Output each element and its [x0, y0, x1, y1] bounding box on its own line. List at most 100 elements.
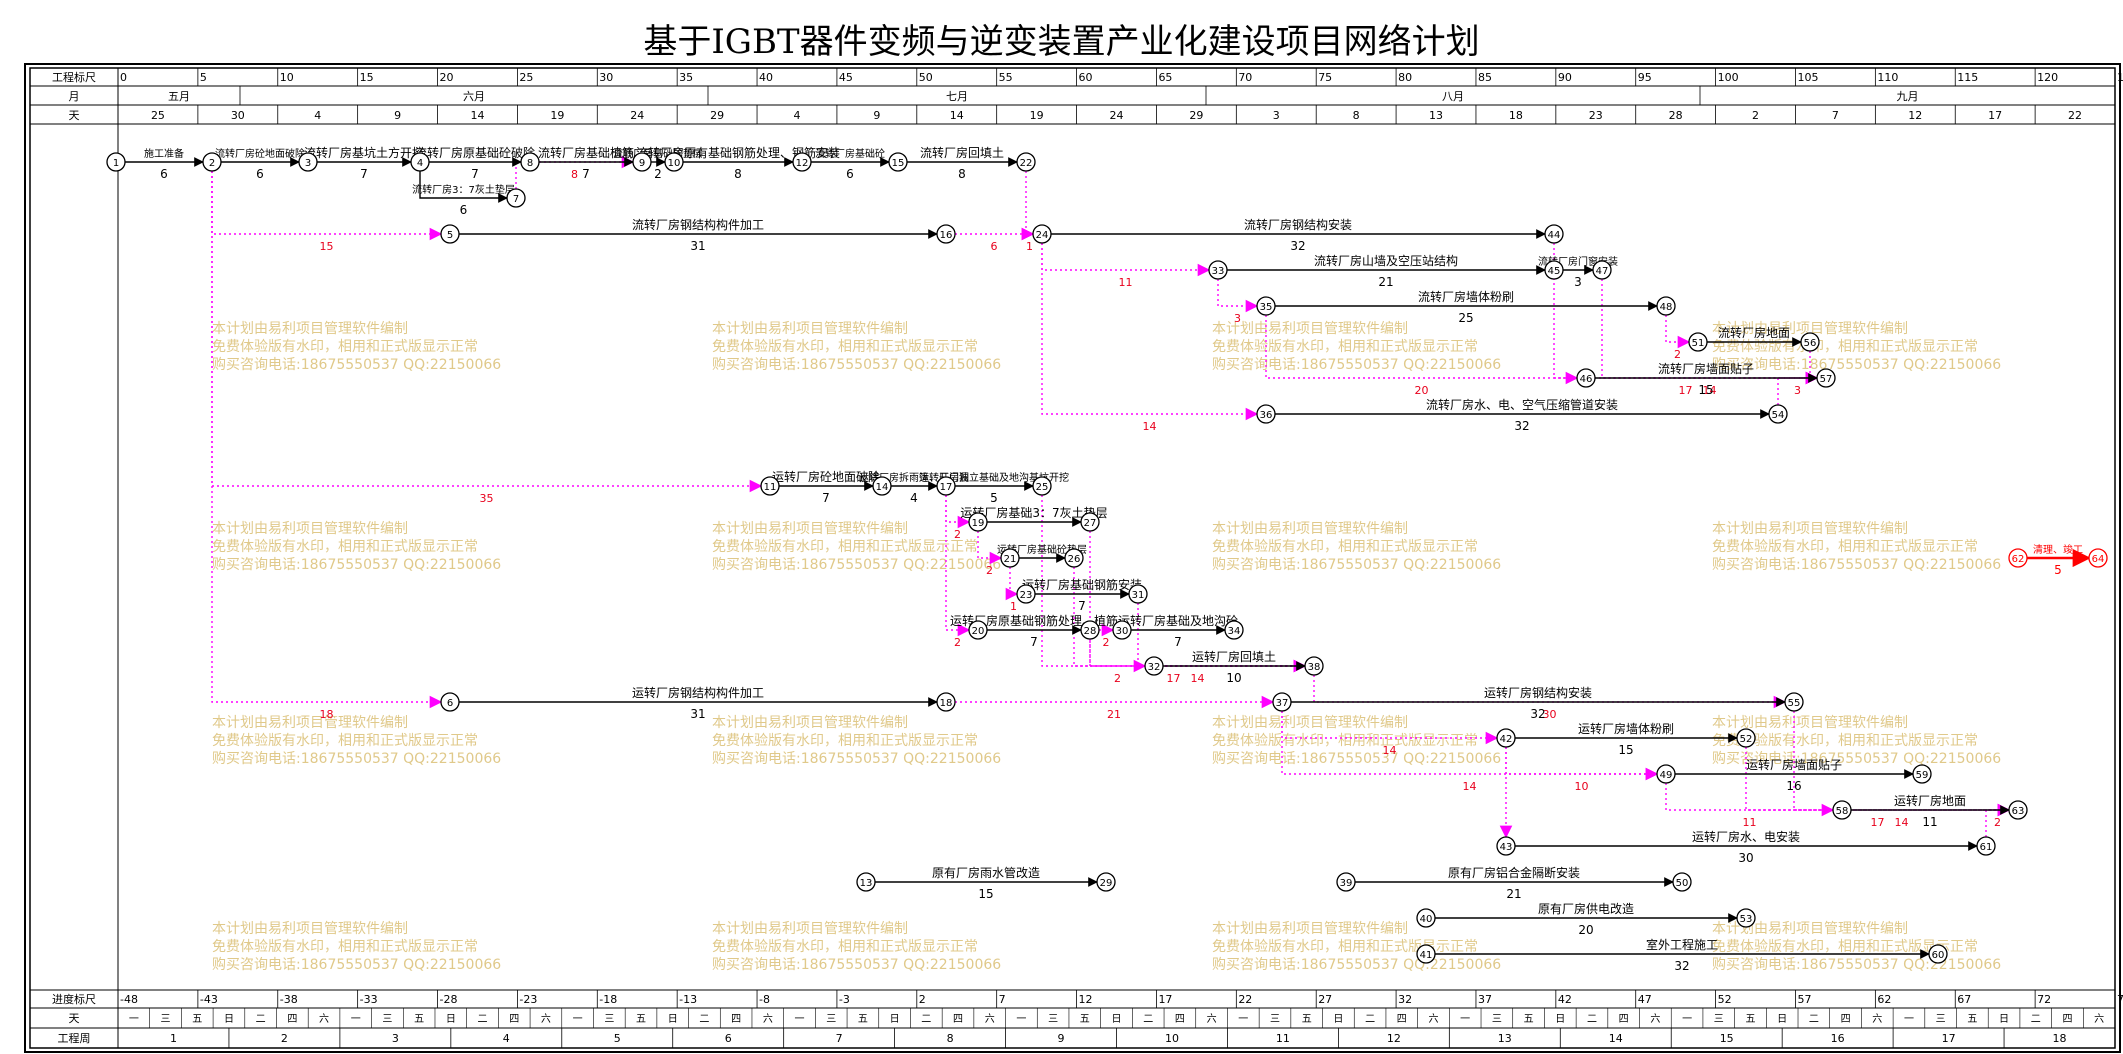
weekday-label: 六	[2094, 1013, 2104, 1025]
event-node: 59	[1912, 764, 1932, 784]
dummy-line	[211, 171, 443, 241]
weekday-label: 三	[826, 1014, 836, 1025]
dummy-line	[1089, 639, 1147, 673]
event-node: 1	[106, 152, 126, 172]
watermark-block: 本计划由易利项目管理软件编制免费体验版有水印，相用和正式版显示正常购买咨询电话:…	[1212, 921, 1501, 973]
dummy-float-label: 35	[480, 492, 494, 505]
activity-duration: 11	[1922, 815, 1937, 829]
weekday-label: 二	[699, 1014, 709, 1025]
weekday-label: 六	[541, 1013, 551, 1025]
event-node: 18	[936, 692, 956, 712]
watermark-line: 免费体验版有水印，相用和正式版显示正常	[212, 539, 478, 555]
weekday-label: 三	[1492, 1014, 1502, 1025]
weekday-label: 一	[129, 1014, 139, 1025]
watermark-line: 购买咨询电话:18675550537 QQ:22150066	[212, 751, 501, 767]
weekday-label: 四	[509, 1014, 519, 1025]
weekday-label: 五	[1967, 1014, 1977, 1025]
event-node: 42	[1496, 728, 1516, 748]
weekday-label: 三	[1048, 1014, 1058, 1025]
event-node-number: 58	[1836, 806, 1849, 817]
scale-tick-label: 60	[1079, 71, 1093, 84]
event-node-number: 17	[940, 482, 953, 493]
activity-name: 流转厂房钢结构安装	[1244, 217, 1352, 232]
event-node-circle	[1256, 404, 1276, 424]
event-node-circle	[1928, 944, 1948, 964]
weekday-label: 四	[1841, 1014, 1851, 1025]
activity-name: 原有厂房供电改造	[1538, 901, 1634, 916]
progress-tick-label: 47	[1638, 993, 1652, 1006]
event-node: 55	[1784, 692, 1804, 712]
dummy-float-label: 2	[1103, 636, 1110, 649]
dummy-dependency: 2	[945, 495, 971, 649]
day-label: 4	[314, 109, 321, 122]
event-node-number: 50	[1676, 878, 1689, 889]
progress-tick-label: 2	[919, 993, 926, 1006]
dummy-float-label: 11	[1119, 276, 1133, 289]
event-node-number: 22	[1020, 158, 1033, 169]
activity-duration: 10	[1226, 671, 1241, 685]
event-node: 14	[872, 476, 892, 496]
dummy-line	[1265, 315, 1579, 385]
event-node-circle	[936, 692, 956, 712]
weekday-label: 四	[2062, 1014, 2072, 1025]
footer-label-day: 天	[69, 1012, 80, 1025]
event-node-number: 51	[1692, 338, 1705, 349]
day-label: 30	[231, 109, 245, 122]
dummy-dependency: 1	[1021, 171, 1035, 253]
event-node: 13	[856, 872, 876, 892]
watermark-line: 本计划由易利项目管理软件编制	[712, 521, 908, 537]
event-node-number: 18	[940, 698, 953, 709]
header-label-day: 天	[69, 109, 80, 122]
dummy-float-label: 3	[1234, 312, 1241, 325]
activity-duration: 20	[1578, 923, 1593, 937]
dummy-dependency	[1137, 603, 1307, 673]
event-node-circle	[856, 872, 876, 892]
activity-name: 运转厂房基础砼垫层	[997, 543, 1087, 556]
scale-tick-label: 120	[2037, 71, 2058, 84]
event-node-number: 14	[876, 482, 889, 493]
event-node-number: 62	[2012, 554, 2025, 565]
event-node: 19	[968, 512, 988, 532]
month-label: 五月	[168, 90, 190, 103]
progress-tick-label: -8	[759, 993, 770, 1006]
event-node-number: 49	[1660, 770, 1673, 781]
event-node: 51	[1688, 332, 1708, 352]
event-node-circle	[410, 152, 430, 172]
weekday-label: 五	[636, 1014, 646, 1025]
progress-tick-label: 12	[1079, 993, 1093, 1006]
event-node-circle	[1416, 908, 1436, 928]
weekday-label: 日	[1333, 1014, 1343, 1025]
weekday-label: 日	[1112, 1014, 1122, 1025]
weekday-label: 三	[1714, 1014, 1724, 1025]
scale-tick-label: 45	[839, 71, 853, 84]
watermark-line: 购买咨询电话:18675550537 QQ:22150066	[1712, 957, 2001, 973]
event-node-number: 55	[1788, 698, 1801, 709]
day-label: 3	[1273, 109, 1280, 122]
dummy-float-label: 17	[1167, 672, 1181, 685]
event-node-circle	[440, 692, 460, 712]
event-node: 24	[1032, 224, 1052, 244]
event-node-number: 21	[1004, 554, 1017, 565]
activity-name: 流转厂房原基础砼破除	[415, 145, 535, 160]
event-node-circle	[1256, 296, 1276, 316]
event-node-circle	[888, 152, 908, 172]
weekday-label: 一	[1682, 1014, 1692, 1025]
week-label: 14	[1609, 1032, 1623, 1045]
progress-tick-label: 27	[1318, 993, 1332, 1006]
week-label: 13	[1498, 1032, 1512, 1045]
event-node-number: 53	[1740, 914, 1753, 925]
event-node-circle	[1080, 512, 1100, 532]
event-node-number: 31	[1132, 590, 1145, 601]
watermark-block: 本计划由易利项目管理软件编制免费体验版有水印，相用和正式版显示正常购买咨询电话:…	[1212, 715, 1501, 767]
event-node-circle	[968, 512, 988, 532]
event-node: 46	[1576, 368, 1596, 388]
dummy-float-label: 20	[1415, 384, 1429, 397]
watermark-line: 免费体验版有水印，相用和正式版显示正常	[1712, 939, 1978, 955]
dummy-dependency: 10	[1505, 747, 1659, 793]
event-node-circle	[106, 152, 126, 172]
watermark-line: 免费体验版有水印，相用和正式版显示正常	[712, 939, 978, 955]
